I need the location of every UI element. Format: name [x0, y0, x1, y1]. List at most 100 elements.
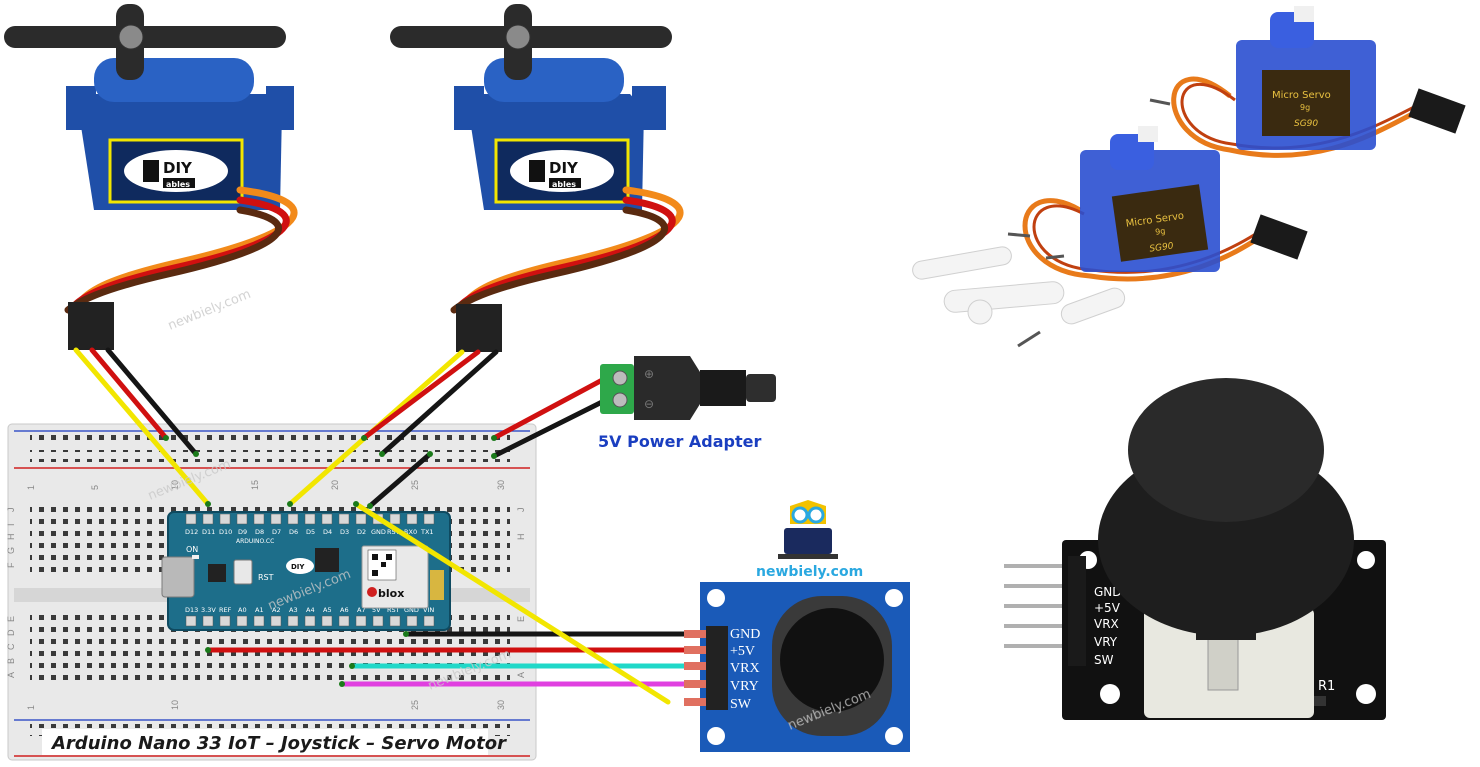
pin-label: D10 — [219, 528, 232, 536]
column-number: 25 — [410, 700, 420, 710]
pin-label: A4 — [306, 606, 315, 614]
row-letter: H — [516, 534, 526, 541]
wire-ends — [163, 435, 497, 687]
pin-label: A5 — [323, 606, 332, 614]
row-letter: A — [6, 672, 16, 678]
pin-label: RST — [387, 606, 400, 614]
pin-label: A2 — [272, 606, 281, 614]
bottom-header — [185, 615, 435, 627]
top-header — [185, 513, 435, 525]
pin-label: D9 — [238, 528, 247, 536]
column-number: 30 — [496, 700, 506, 710]
pin-label: RST — [387, 528, 400, 536]
joystick-module: GND +5V VRX VRY SW — [684, 582, 910, 752]
joystick-knob — [780, 608, 884, 712]
servo-logo-text: ables — [552, 180, 576, 189]
arduino-nano-33-iot: D12 D11 D10 D9 D8 D7 D6 D5 D4 D3 D2 GND … — [161, 511, 451, 631]
pin-label: D5 — [306, 528, 315, 536]
row-letter: E — [516, 616, 526, 622]
on-led-label: ON — [186, 545, 198, 554]
column-number: 25 — [410, 480, 420, 490]
servo-motor-2: DIY ables — [390, 4, 672, 210]
pin-label: D7 — [272, 528, 281, 536]
row-letter: A — [516, 672, 526, 678]
row-letter: J — [516, 508, 526, 513]
newbiely-logo: newbiely.com — [756, 500, 863, 580]
svg-text:⊖: ⊖ — [644, 397, 654, 411]
joystick-photo-pin: VRX — [1094, 617, 1119, 631]
pin-label: D12 — [185, 528, 198, 536]
pin-label: A3 — [289, 606, 298, 614]
power-adapter-label: 5V Power Adapter — [598, 432, 761, 451]
row-letter: D — [6, 629, 16, 636]
diy-logo: DIY — [286, 558, 314, 574]
row-letter: H — [6, 534, 16, 541]
joystick-photo-pin: GND — [1094, 585, 1122, 599]
servo-horn — [4, 26, 286, 48]
row-letter: J — [6, 508, 16, 513]
servo-photo-label: SG90 — [1149, 241, 1175, 254]
pin-label: D13 — [185, 606, 198, 614]
column-number: 15 — [250, 480, 260, 490]
servo-1-connector — [68, 302, 114, 350]
joystick-photo-pin: VRY — [1094, 635, 1118, 649]
pin-label: D3 — [340, 528, 349, 536]
servo-photo-label: Micro Servo — [1272, 90, 1331, 101]
pin-label: GND — [404, 606, 419, 614]
column-number: 30 — [496, 480, 506, 490]
joystick-photo-pin: SW — [1094, 653, 1114, 667]
row-letter: C — [6, 643, 16, 650]
joystick-pin-label: GND — [730, 627, 760, 642]
watermark: newbiely.com — [166, 287, 253, 334]
pin-label: A0 — [238, 606, 247, 614]
joystick-pin-label: SW — [730, 697, 752, 712]
usb-port — [161, 556, 195, 598]
brand-name: newbiely.com — [756, 564, 863, 580]
wires — [73, 347, 691, 705]
pin-label: 5V — [372, 606, 381, 614]
pin-label: D8 — [255, 528, 264, 536]
module-brand: blox — [378, 587, 404, 600]
board-maker-label: ARDUINO.CC — [236, 538, 274, 545]
servo-logo-text: DIY — [163, 159, 193, 177]
reset-label: RST — [258, 573, 274, 582]
column-number: 1 — [26, 485, 36, 490]
caption-box: Arduino Nano 33 IoT – Joystick – Servo M… — [42, 729, 507, 755]
led — [192, 555, 199, 559]
reset-button — [233, 559, 253, 585]
column-number: 1 — [26, 705, 36, 710]
servo-2-connector — [456, 304, 502, 352]
servo-logo-text: ables — [166, 180, 190, 189]
power-adapter: ⊕ ⊖ 5V Power Adapter — [598, 356, 776, 451]
column-number: 20 — [330, 480, 340, 490]
pin-label: D2 — [357, 528, 366, 536]
pin-label: D4 — [323, 528, 332, 536]
servo-photo-label: SG90 — [1294, 119, 1318, 129]
pin-label: A6 — [340, 606, 349, 614]
wifi-module: blox — [361, 545, 429, 609]
svg-text:⊕: ⊕ — [644, 367, 654, 381]
servo-photo-label: 9g — [1300, 103, 1310, 112]
servo-1-cable — [64, 186, 298, 314]
column-number: 5 — [90, 485, 100, 490]
servo-logo-text: DIY — [549, 159, 579, 177]
joystick-photo-resistor: R1 — [1318, 679, 1335, 694]
column-number: 10 — [170, 480, 180, 490]
row-letter: G — [6, 547, 16, 554]
pin-label: REF — [219, 606, 232, 614]
servo-photo: Micro Servo 9g SG90 Micro Servo 9g SG90 — [912, 6, 1466, 348]
pin-label: D6 — [289, 528, 298, 536]
row-letter: B — [6, 658, 16, 664]
pin-label: TX1 — [420, 528, 434, 536]
antenna — [430, 570, 444, 600]
row-letter: I — [6, 523, 16, 526]
servo-2-cable — [450, 186, 684, 314]
column-number: 10 — [170, 700, 180, 710]
pin-label: A1 — [255, 606, 264, 614]
chip — [208, 564, 226, 582]
pin-label: VIN — [423, 606, 434, 614]
chip — [315, 548, 339, 572]
servo-motor-1: DIY ables — [4, 4, 294, 210]
joystick-pin-label: VRX — [730, 661, 760, 676]
